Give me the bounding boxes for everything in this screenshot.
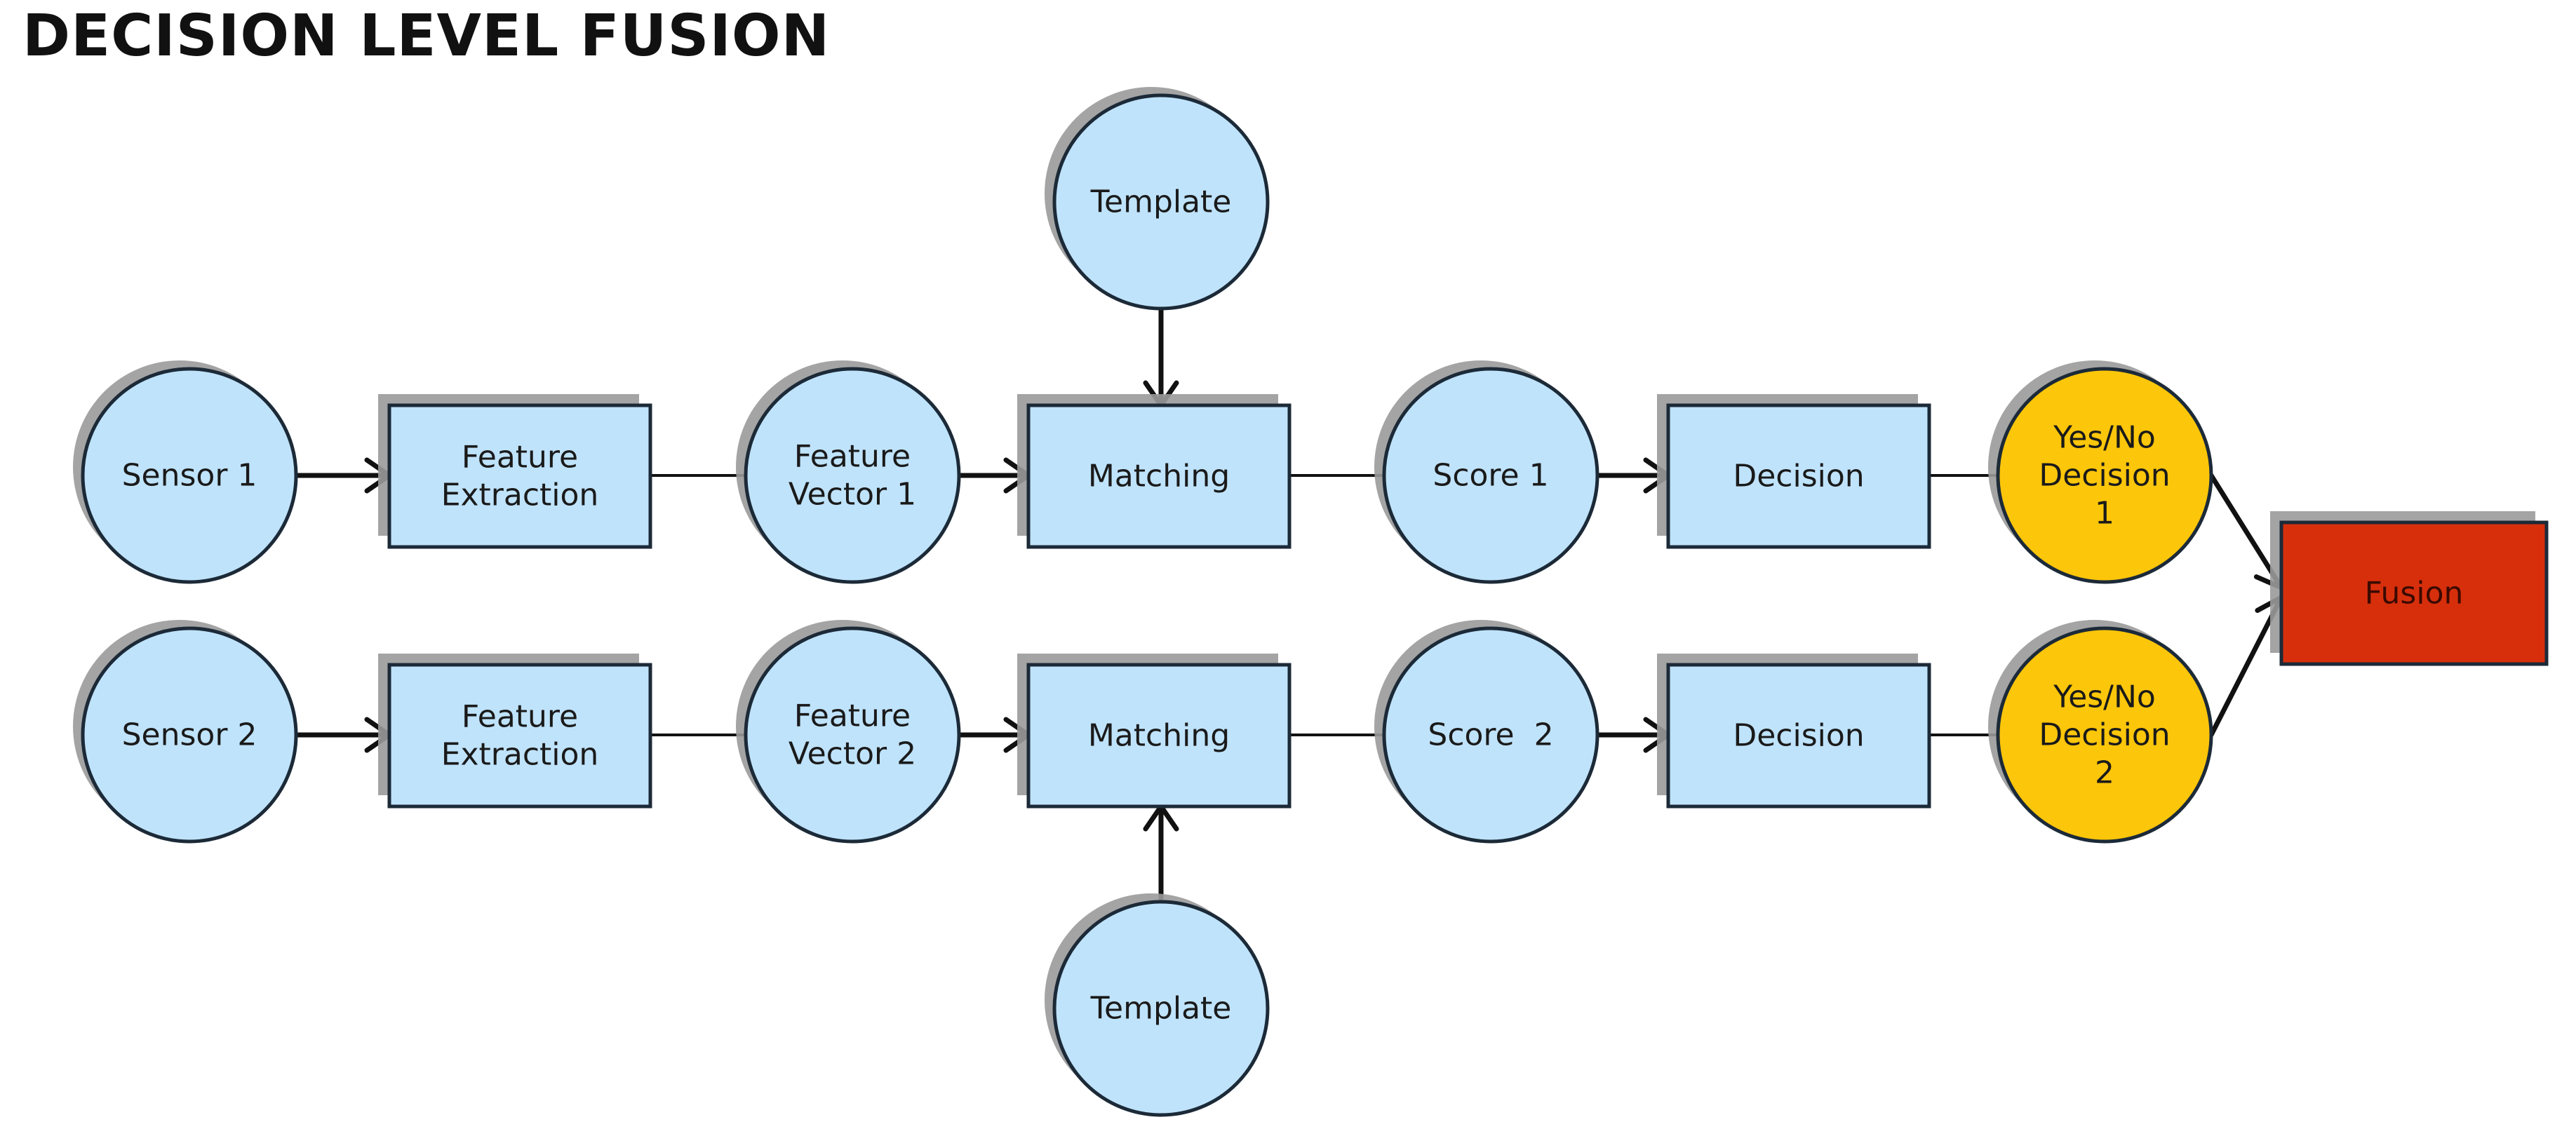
- node-label-line: Sensor 1: [122, 458, 257, 494]
- node-shape: [387, 403, 652, 549]
- node-shape: [1666, 663, 1931, 809]
- node-decision2: Decision: [1657, 654, 1931, 809]
- node-label-line: Feature: [794, 698, 911, 734]
- node-label-line: Vector 1: [789, 477, 916, 513]
- node-shape: [1666, 403, 1931, 549]
- node-shape: [1996, 367, 2213, 584]
- node-shape: [1026, 663, 1292, 809]
- node-fusion: Fusion: [2270, 511, 2549, 666]
- node-shape: [1026, 403, 1292, 549]
- node-label-line: Extraction: [441, 737, 599, 773]
- node-label-line: Matching: [1088, 718, 1230, 754]
- connector-yesno2-fusion: [2208, 595, 2288, 738]
- node-template-bottom: Template: [1045, 893, 1270, 1117]
- node-label-line: Decision: [2039, 717, 2170, 753]
- node-shape: [387, 663, 652, 809]
- node-label-line: Sensor 2: [122, 717, 257, 753]
- node-shape: [81, 367, 298, 584]
- node-decision1: Decision: [1657, 394, 1931, 549]
- node-match1: Matching: [1017, 394, 1292, 549]
- node-shape: [744, 626, 961, 844]
- node-label-line: Yes/No: [2053, 680, 2156, 715]
- node-shape: [1382, 626, 1599, 844]
- node-label-line: Score 1: [1433, 458, 1548, 494]
- node-label-line: 1: [2095, 496, 2114, 532]
- connector-yesno1-fusion: [2208, 473, 2286, 590]
- node-label-line: Yes/No: [2053, 420, 2156, 456]
- node-shape: [1052, 93, 1270, 311]
- node-label-line: Feature: [462, 699, 578, 735]
- diagram-title: DECISION LEVEL FUSION: [22, 3, 831, 69]
- node-shape: [1052, 900, 1270, 1117]
- node-score2: Score 2: [1374, 620, 1599, 844]
- node-label-line: Feature: [794, 439, 911, 475]
- node-shape: [1382, 367, 1599, 584]
- node-label-line: Feature: [462, 440, 578, 475]
- node-label-line: 2: [2095, 755, 2114, 791]
- node-sensor2: Sensor 2: [73, 620, 298, 844]
- node-shape: [81, 626, 298, 844]
- node-sensor1: Sensor 1: [73, 360, 298, 584]
- node-label-line: Decision: [1733, 718, 1864, 754]
- node-label-line: Extraction: [441, 478, 599, 513]
- node-label-line: Template: [1090, 184, 1232, 220]
- node-label-line: Decision: [2039, 458, 2170, 494]
- node-score1: Score 1: [1374, 360, 1599, 584]
- node-shape: [744, 367, 961, 584]
- node-label-line: Score 2: [1428, 717, 1553, 753]
- node-label-line: Vector 2: [789, 736, 916, 772]
- node-label-line: Template: [1090, 991, 1232, 1027]
- node-template-top: Template: [1045, 87, 1270, 311]
- node-match2: Matching: [1017, 654, 1292, 809]
- node-label-line: Fusion: [2365, 576, 2464, 611]
- node-shape: [1996, 626, 2213, 844]
- node-shape: [2279, 520, 2549, 666]
- node-label-line: Matching: [1088, 459, 1230, 494]
- connector-layer: [293, 306, 2288, 905]
- node-label-line: Decision: [1733, 459, 1864, 494]
